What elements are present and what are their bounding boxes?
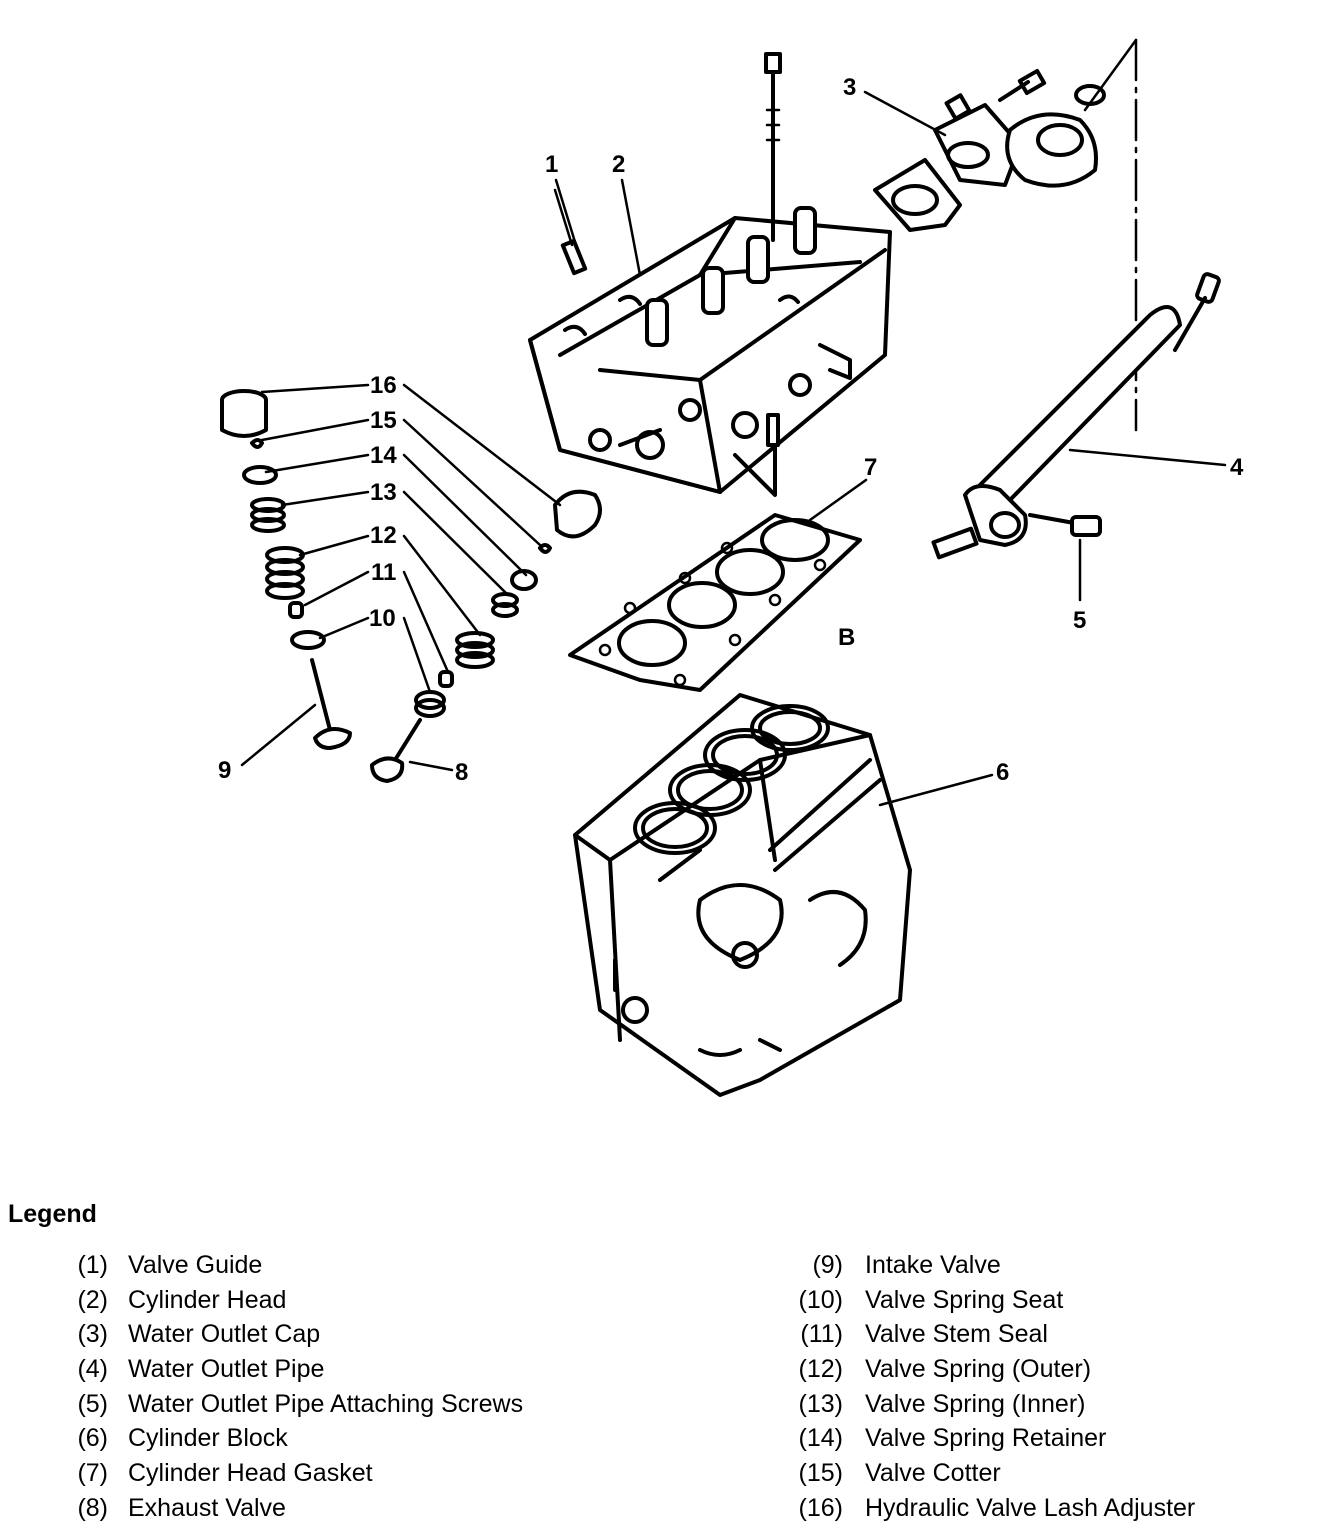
callout-9: 9: [218, 757, 231, 784]
legend-item: (3) Water Outlet Cap: [60, 1317, 523, 1352]
legend-item-number: (12): [798, 1355, 843, 1384]
callout-1: 1: [545, 151, 558, 178]
legend-item-label: Intake Valve: [865, 1251, 1001, 1279]
legend-item-number: (14): [798, 1424, 843, 1453]
legend-item: (8) Exhaust Valve: [60, 1491, 523, 1526]
legend-item: (11) Valve Stem Seal: [785, 1317, 1195, 1352]
callout-7: 7: [864, 454, 877, 481]
water-outlet-pipe: [931, 272, 1221, 560]
legend-item-label: Valve Spring Seat: [865, 1285, 1064, 1314]
legend-item-number: (11): [800, 1320, 843, 1349]
legend-item: (14) Valve Spring Retainer: [785, 1421, 1195, 1456]
callout-11: 11: [371, 559, 396, 586]
callout-13: 13: [370, 479, 397, 506]
legend-item-label: Cylinder Block: [128, 1424, 288, 1453]
legend-item-label: Cylinder Head Gasket: [128, 1459, 373, 1488]
legend-item-number: (6): [77, 1424, 108, 1453]
exploded-engine-diagram: 1 2 3 4 5 6 7 8 9 10 11 12 13 14 15 16 B: [218, 38, 1244, 1097]
cylinder-head: [528, 206, 892, 497]
leader-lines: [240, 90, 1227, 807]
water-outlet-cap: [933, 68, 1106, 188]
legend-item-label: Exhaust Valve: [128, 1493, 286, 1522]
legend-item-number: (9): [812, 1251, 843, 1279]
legend-title: Legend: [8, 1200, 97, 1228]
legend-item-number: (16): [798, 1493, 843, 1522]
legend-item-number: (2): [77, 1285, 108, 1314]
callout-6: 6: [996, 759, 1009, 786]
callout-4: 4: [1230, 454, 1244, 481]
legend-item-label: Water Outlet Cap: [128, 1320, 321, 1349]
legend-item: (2) Cylinder Head: [60, 1283, 523, 1318]
legend-item: (12) Valve Spring (Outer): [785, 1352, 1195, 1387]
water-outlet-pipe-screw: [1028, 513, 1102, 537]
legend-item: (1) Valve Guide: [60, 1248, 523, 1283]
legend-item: (4) Water Outlet Pipe: [60, 1352, 523, 1387]
callout-8: 8: [455, 759, 468, 786]
legend-item-number: (10): [798, 1285, 843, 1314]
callout-12: 12: [370, 522, 397, 549]
legend-item-number: (3): [77, 1320, 108, 1349]
legend-item: (16) Hydraulic Valve Lash Adjuster: [785, 1491, 1196, 1526]
legend-item: (15) Valve Cotter: [785, 1456, 1195, 1491]
callout-14: 14: [370, 442, 397, 469]
legend-item: (9) Intake Valve: [785, 1248, 1195, 1283]
legend-item: (13) Valve Spring (Inner): [785, 1387, 1195, 1422]
legend-item-number: (8): [77, 1493, 108, 1522]
legend-item-label: Valve Cotter: [865, 1459, 1001, 1488]
legend-item-label: Cylinder Head: [128, 1285, 287, 1314]
legend-item-label: Water Outlet Pipe: [128, 1355, 325, 1384]
legend-column-left: (1) Valve Guide (2) Cylinder Head (3) Water…: [60, 1248, 523, 1526]
stray-mark: B: [838, 624, 855, 651]
intake-valve-train: [220, 389, 352, 750]
legend-item-label: Valve Spring Retainer: [865, 1424, 1107, 1453]
legend-item-label: Valve Guide: [128, 1251, 263, 1279]
legend-item-label: Valve Spring (Inner): [865, 1389, 1086, 1418]
legend-item-label: Water Outlet Pipe Attaching Screws: [128, 1389, 524, 1418]
legend-item: (5) Water Outlet Pipe Attaching Screws: [60, 1387, 523, 1422]
legend-column-right: (9) Intake Valve (10) Valve Spring Seat (1…: [785, 1248, 1196, 1526]
exhaust-valve-train: [370, 489, 602, 783]
legend-item-number: (1): [77, 1251, 108, 1279]
legend-item-label: Valve Stem Seal: [865, 1320, 1048, 1349]
cylinder-block: [573, 693, 912, 1097]
legend-item-number: (15): [798, 1459, 843, 1488]
legend-item: (6) Cylinder Block: [60, 1421, 523, 1456]
legend-item-number: (13): [798, 1389, 843, 1418]
callout-3: 3: [843, 74, 856, 101]
water-outlet-gasket: [873, 158, 962, 232]
callout-2: 2: [612, 151, 625, 178]
legend-item: (7) Cylinder Head Gasket: [60, 1456, 523, 1491]
callout-16: 16: [370, 372, 397, 399]
callout-5: 5: [1073, 607, 1086, 634]
legend-item-label: Valve Spring (Outer): [865, 1355, 1092, 1384]
legend-item-label: Hydraulic Valve Lash Adjuster: [865, 1493, 1196, 1522]
callout-10: 10: [369, 605, 396, 632]
legend-item-number: (7): [77, 1459, 108, 1488]
legend-item: (10) Valve Spring Seat: [785, 1283, 1195, 1318]
legend-item-number: (4): [77, 1355, 108, 1384]
valve-guide: [553, 188, 588, 276]
cylinder-head-gasket: [568, 513, 862, 692]
head-bolt: [764, 52, 782, 242]
legend-item-number: (5): [77, 1389, 108, 1418]
callout-15: 15: [370, 407, 397, 434]
